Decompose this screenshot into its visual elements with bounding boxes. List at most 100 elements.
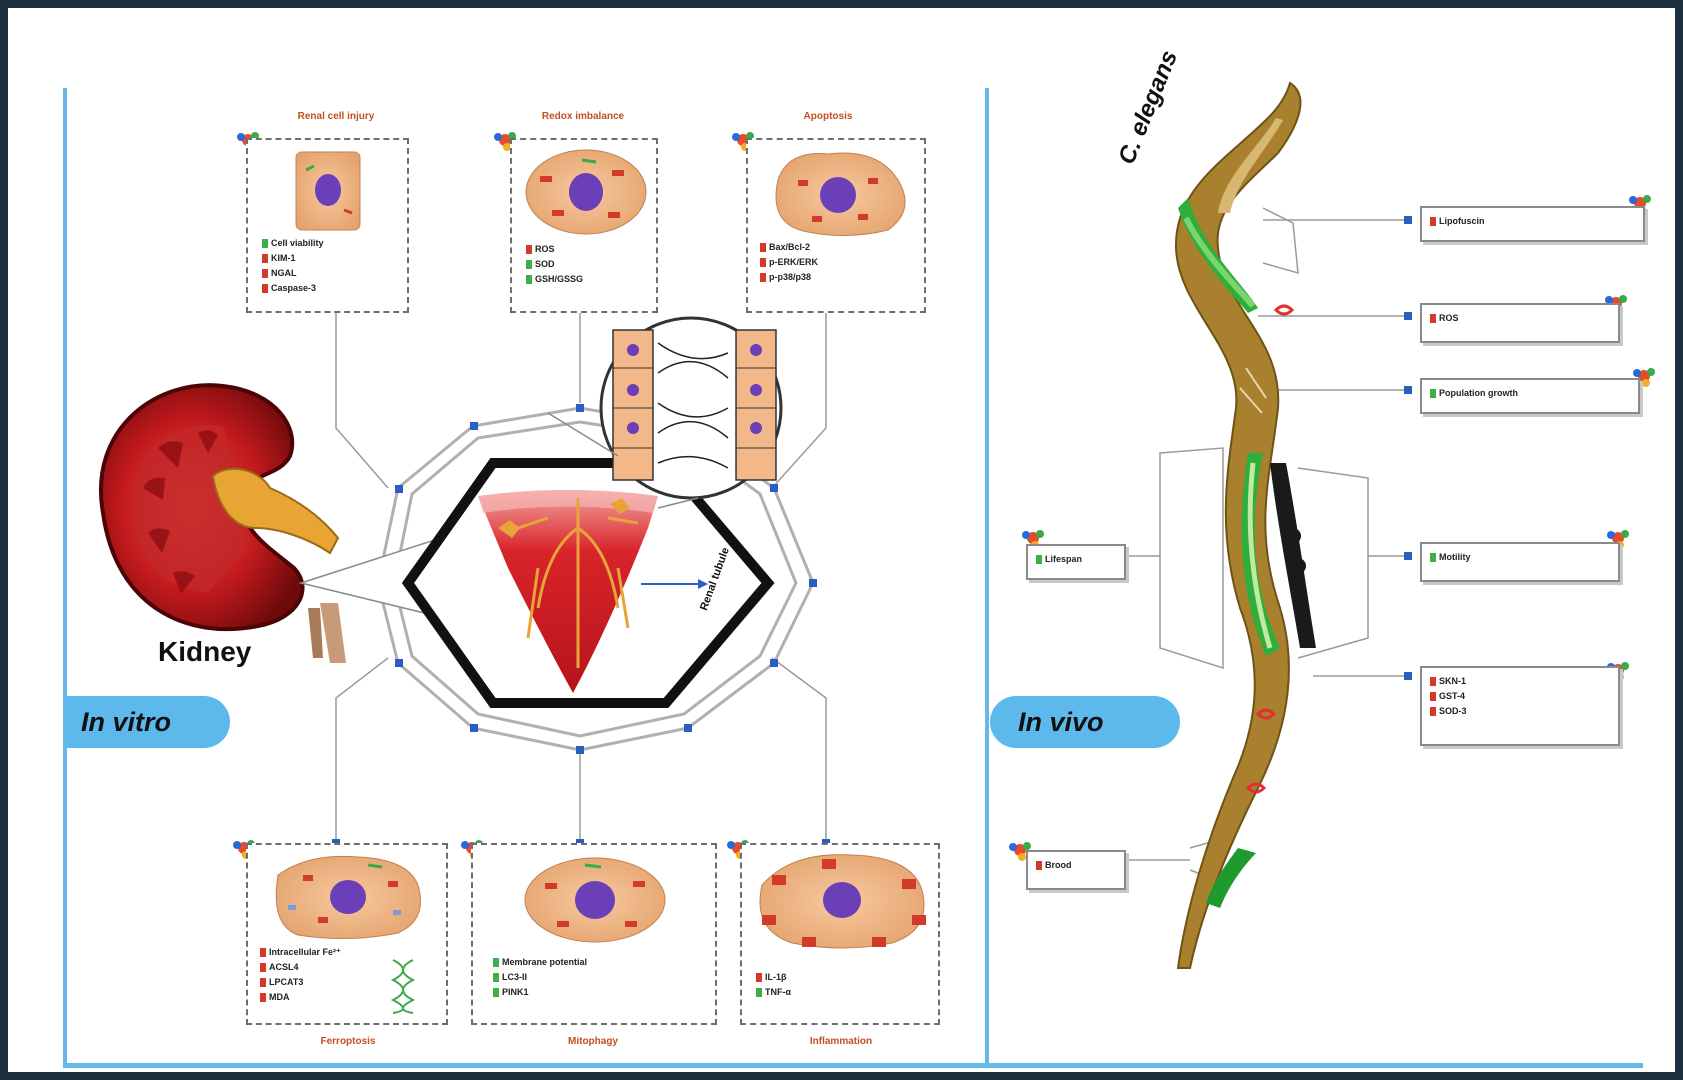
worm-box-motility: Motility bbox=[1420, 542, 1620, 582]
up-marker bbox=[760, 273, 766, 282]
marker-text: LPCAT3 bbox=[269, 977, 304, 987]
cell-panel-inflammation: IL-1β TNF-α bbox=[740, 843, 940, 1025]
marker-text: GSH/GSSG bbox=[535, 274, 584, 284]
worm-box-brood: Brood bbox=[1026, 850, 1126, 890]
marker-row: Cell viability bbox=[262, 236, 324, 251]
marker-row: p-ERK/ERK bbox=[760, 255, 818, 270]
up-marker bbox=[756, 973, 762, 982]
marker-text: Intracellular Fe²⁺ bbox=[269, 947, 341, 957]
marker-text: Cell viability bbox=[271, 238, 324, 248]
marker-text: KIM-1 bbox=[271, 253, 296, 263]
down-marker bbox=[526, 275, 532, 284]
up-marker bbox=[1430, 677, 1436, 686]
cell-panel-title: Renal cell injury bbox=[297, 111, 375, 122]
cell-panel-mitophagy: Membrane potential LC3-II PINK1 bbox=[471, 843, 717, 1025]
worm-illustration bbox=[1174, 81, 1316, 969]
marker-text: TNF-α bbox=[765, 987, 792, 997]
down-marker bbox=[526, 260, 532, 269]
marker-text: Lipofuscin bbox=[1439, 216, 1485, 226]
marker-row: MDA bbox=[260, 990, 341, 1005]
up-marker bbox=[260, 993, 266, 1002]
marker-row: IL-1β bbox=[756, 970, 791, 985]
down-marker bbox=[1036, 555, 1042, 564]
bottom-border bbox=[63, 1063, 1643, 1068]
marker-text: LC3-II bbox=[502, 972, 528, 982]
down-marker bbox=[493, 988, 499, 997]
cell-panel-title: Redox imbalance bbox=[541, 111, 625, 122]
center-divider bbox=[985, 88, 989, 1063]
up-marker bbox=[1430, 707, 1436, 716]
marker-text: SOD-3 bbox=[1439, 706, 1467, 716]
marker-text: ACSL4 bbox=[269, 962, 299, 972]
marker-text: SKN-1 bbox=[1439, 676, 1467, 686]
figure-frame: In vitro In vivo Kidney C. elegans Renal… bbox=[8, 8, 1675, 1072]
marker-row: SOD-3 bbox=[1430, 704, 1467, 719]
up-marker bbox=[260, 948, 266, 957]
marker-row: Brood bbox=[1036, 858, 1072, 873]
up-marker bbox=[262, 254, 268, 263]
marker-row: Population growth bbox=[1430, 386, 1518, 401]
in-vitro-label: In vitro bbox=[65, 696, 230, 748]
marker-row: SKN-1 bbox=[1430, 674, 1467, 689]
cell-illustration bbox=[524, 857, 666, 943]
kidney-illustration bbox=[99, 383, 479, 663]
worm-box-stress-genes: SKN-1 GST-4 SOD-3 bbox=[1420, 666, 1620, 746]
marker-text: IL-1β bbox=[765, 972, 787, 982]
marker-row: ACSL4 bbox=[260, 960, 341, 975]
up-marker bbox=[262, 284, 268, 293]
marker-text: ROS bbox=[1439, 313, 1459, 323]
worm-box-lifespan: Lifespan bbox=[1026, 544, 1126, 580]
cell-panel-title: Mitophagy bbox=[568, 1036, 618, 1047]
up-marker bbox=[1430, 692, 1436, 701]
marker-text: SOD bbox=[535, 259, 555, 269]
marker-text: GST-4 bbox=[1439, 691, 1466, 701]
marker-text: Membrane potential bbox=[502, 957, 588, 967]
cell-panel-title: Inflammation bbox=[809, 1036, 873, 1047]
up-marker bbox=[760, 258, 766, 267]
up-marker bbox=[1430, 217, 1436, 226]
marker-row: ROS bbox=[526, 242, 583, 257]
marker-text: Caspase-3 bbox=[271, 283, 317, 293]
worm-box-ros: ROS bbox=[1420, 303, 1620, 343]
in-vivo-label: In vivo bbox=[990, 696, 1180, 748]
marker-text: p-ERK/ERK bbox=[769, 257, 818, 267]
marker-row: Motility bbox=[1430, 550, 1471, 565]
marker-row: SOD bbox=[526, 257, 583, 272]
diagram-artwork bbox=[99, 81, 1655, 969]
marker-text: MDA bbox=[269, 992, 290, 1002]
marker-row: KIM-1 bbox=[262, 251, 324, 266]
up-marker bbox=[1036, 861, 1042, 870]
down-marker bbox=[1430, 553, 1436, 562]
marker-row: Lipofuscin bbox=[1430, 214, 1485, 229]
cell-illustration bbox=[275, 855, 421, 940]
marker-text: ROS bbox=[535, 244, 555, 254]
marker-row: Lifespan bbox=[1036, 552, 1082, 567]
cell-panel-renal-injury: Cell viability KIM-1 NGAL Caspase-3 bbox=[246, 138, 409, 313]
cell-panel-apoptosis: Bax/Bcl-2 p-ERK/ERK p-p38/p38 bbox=[746, 138, 926, 313]
up-marker bbox=[1430, 314, 1436, 323]
cell-panel-redox: ROS SOD GSH/GSSG bbox=[510, 138, 658, 313]
marker-row: TNF-α bbox=[756, 985, 791, 1000]
marker-text: Brood bbox=[1045, 860, 1072, 870]
cell-illustration bbox=[295, 151, 361, 231]
marker-row: p-p38/p38 bbox=[760, 270, 818, 285]
marker-row: Caspase-3 bbox=[262, 281, 324, 296]
marker-row: LC3-II bbox=[493, 970, 587, 985]
marker-text: Motility bbox=[1439, 552, 1471, 562]
cell-illustration bbox=[775, 152, 906, 237]
marker-text: Population growth bbox=[1439, 388, 1518, 398]
marker-row: Membrane potential bbox=[493, 955, 587, 970]
dna-icon bbox=[390, 959, 416, 1014]
marker-row: Bax/Bcl-2 bbox=[760, 240, 818, 255]
up-marker bbox=[262, 269, 268, 278]
marker-row: LPCAT3 bbox=[260, 975, 341, 990]
down-marker bbox=[262, 239, 268, 248]
marker-text: p-p38/p38 bbox=[769, 272, 812, 282]
magnified-cells bbox=[547, 316, 783, 509]
marker-text: Bax/Bcl-2 bbox=[769, 242, 811, 252]
marker-text: PINK1 bbox=[502, 987, 529, 997]
cell-panel-ferroptosis: Intracellular Fe²⁺ ACSL4 LPCAT3 MDA bbox=[246, 843, 448, 1025]
marker-text: NGAL bbox=[271, 268, 297, 278]
down-marker bbox=[493, 973, 499, 982]
worm-box-lipofuscin: Lipofuscin bbox=[1420, 206, 1645, 242]
